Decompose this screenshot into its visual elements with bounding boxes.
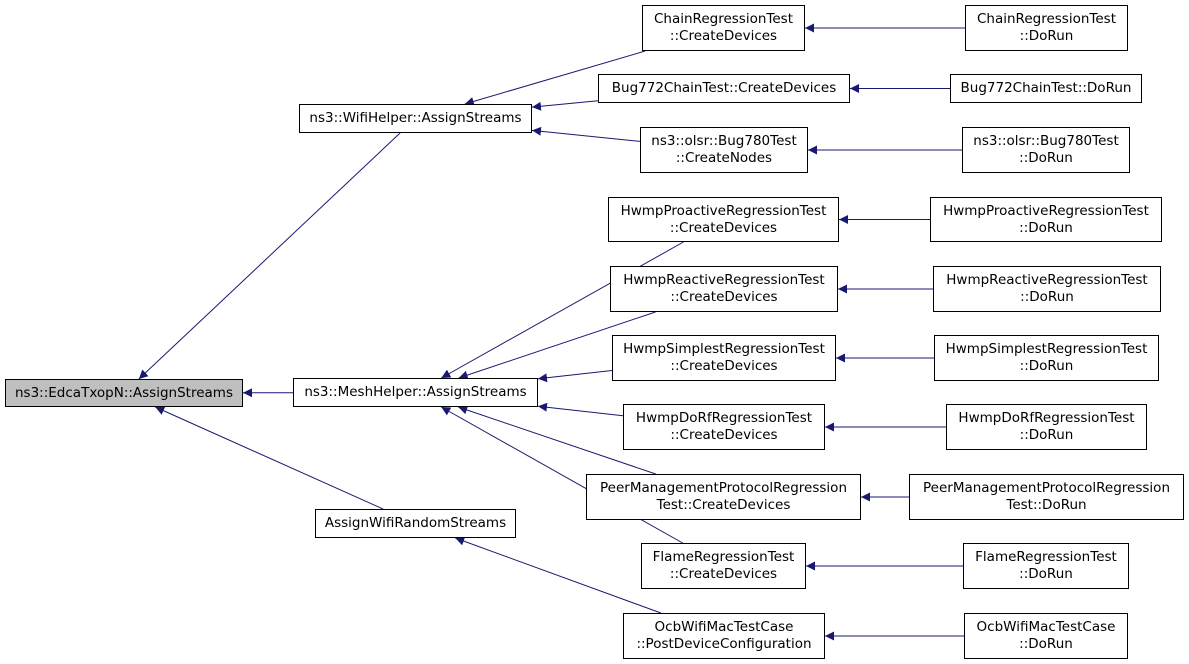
edge-chainCD-to-wifiHelper bbox=[464, 50, 646, 106]
node-bug772-do-run[interactable]: Bug772ChainTest::DoRun bbox=[950, 74, 1142, 103]
node-meshhelper-assign-streams[interactable]: ns3::MeshHelper::AssignStreams bbox=[293, 378, 538, 407]
node-flame-regression-do-run[interactable]: FlameRegressionTest::DoRun bbox=[963, 543, 1129, 589]
edge-bug780CN-to-wifiHelper bbox=[531, 126, 641, 142]
node-wifihelper-assign-streams[interactable]: ns3::WifiHelper::AssignStreams bbox=[299, 104, 532, 133]
node-bug780-do-run[interactable]: ns3::olsr::Bug780Test::DoRun bbox=[962, 127, 1130, 173]
node-ocb-post-device-configuration[interactable]: OcbWifiMacTestCase::PostDeviceConfigurat… bbox=[623, 613, 825, 659]
node-flame-regression-create-devices[interactable]: FlameRegressionTest::CreateDevices bbox=[641, 543, 806, 589]
edge-wifiHelper-to-edca bbox=[138, 132, 401, 380]
node-bug780-create-nodes[interactable]: ns3::olsr::Bug780Test::CreateNodes bbox=[640, 127, 808, 173]
node-hwmp-dorf-create-devices[interactable]: HwmpDoRfRegressionTest::CreateDevices bbox=[623, 404, 825, 450]
edge-hwmpSimCD-to-meshHelper bbox=[537, 370, 613, 383]
edge-hwmpDoRfCD-to-meshHelper bbox=[537, 402, 624, 417]
node-hwmp-proactive-create-devices[interactable]: HwmpProactiveRegressionTest::CreateDevic… bbox=[608, 197, 839, 242]
edge-hwmpProCD-to-meshHelper bbox=[441, 241, 684, 379]
edge-ocbPDC-to-assignRandom bbox=[455, 536, 662, 614]
edge-bug772CD-to-wifiHelper bbox=[531, 100, 599, 111]
node-hwmp-simplest-create-devices[interactable]: HwmpSimplestRegressionTest::CreateDevice… bbox=[612, 335, 836, 381]
node-hwmp-simplest-do-run[interactable]: HwmpSimplestRegressionTest::DoRun bbox=[934, 335, 1159, 381]
node-assign-wifi-random-streams[interactable]: AssignWifiRandomStreams bbox=[315, 509, 516, 538]
node-ocb-do-run[interactable]: OcbWifiMacTestCase::DoRun bbox=[964, 613, 1128, 659]
edge-flameCD-to-meshHelper bbox=[440, 406, 683, 544]
node-hwmp-reactive-do-run[interactable]: HwmpReactiveRegressionTest::DoRun bbox=[933, 266, 1161, 312]
node-chain-regression-do-run[interactable]: ChainRegressionTest::DoRun bbox=[965, 5, 1128, 51]
node-hwmp-reactive-create-devices[interactable]: HwmpReactiveRegressionTest::CreateDevice… bbox=[610, 266, 838, 312]
node-chain-regression-create-devices[interactable]: ChainRegressionTest::CreateDevices bbox=[642, 5, 805, 51]
node-edca-assign-streams: ns3::EdcaTxopN::AssignStreams bbox=[5, 379, 243, 407]
edge-assignRandom-to-edca bbox=[155, 406, 384, 510]
node-hwmp-dorf-do-run[interactable]: HwmpDoRfRegressionTest::DoRun bbox=[946, 404, 1147, 450]
node-bug772-create-devices[interactable]: Bug772ChainTest::CreateDevices bbox=[598, 74, 850, 103]
edge-peerCD-to-meshHelper bbox=[458, 405, 656, 475]
edge-hwmpReaCD-to-meshHelper bbox=[458, 311, 656, 380]
node-hwmp-proactive-do-run[interactable]: HwmpProactiveRegressionTest::DoRun bbox=[930, 197, 1162, 242]
